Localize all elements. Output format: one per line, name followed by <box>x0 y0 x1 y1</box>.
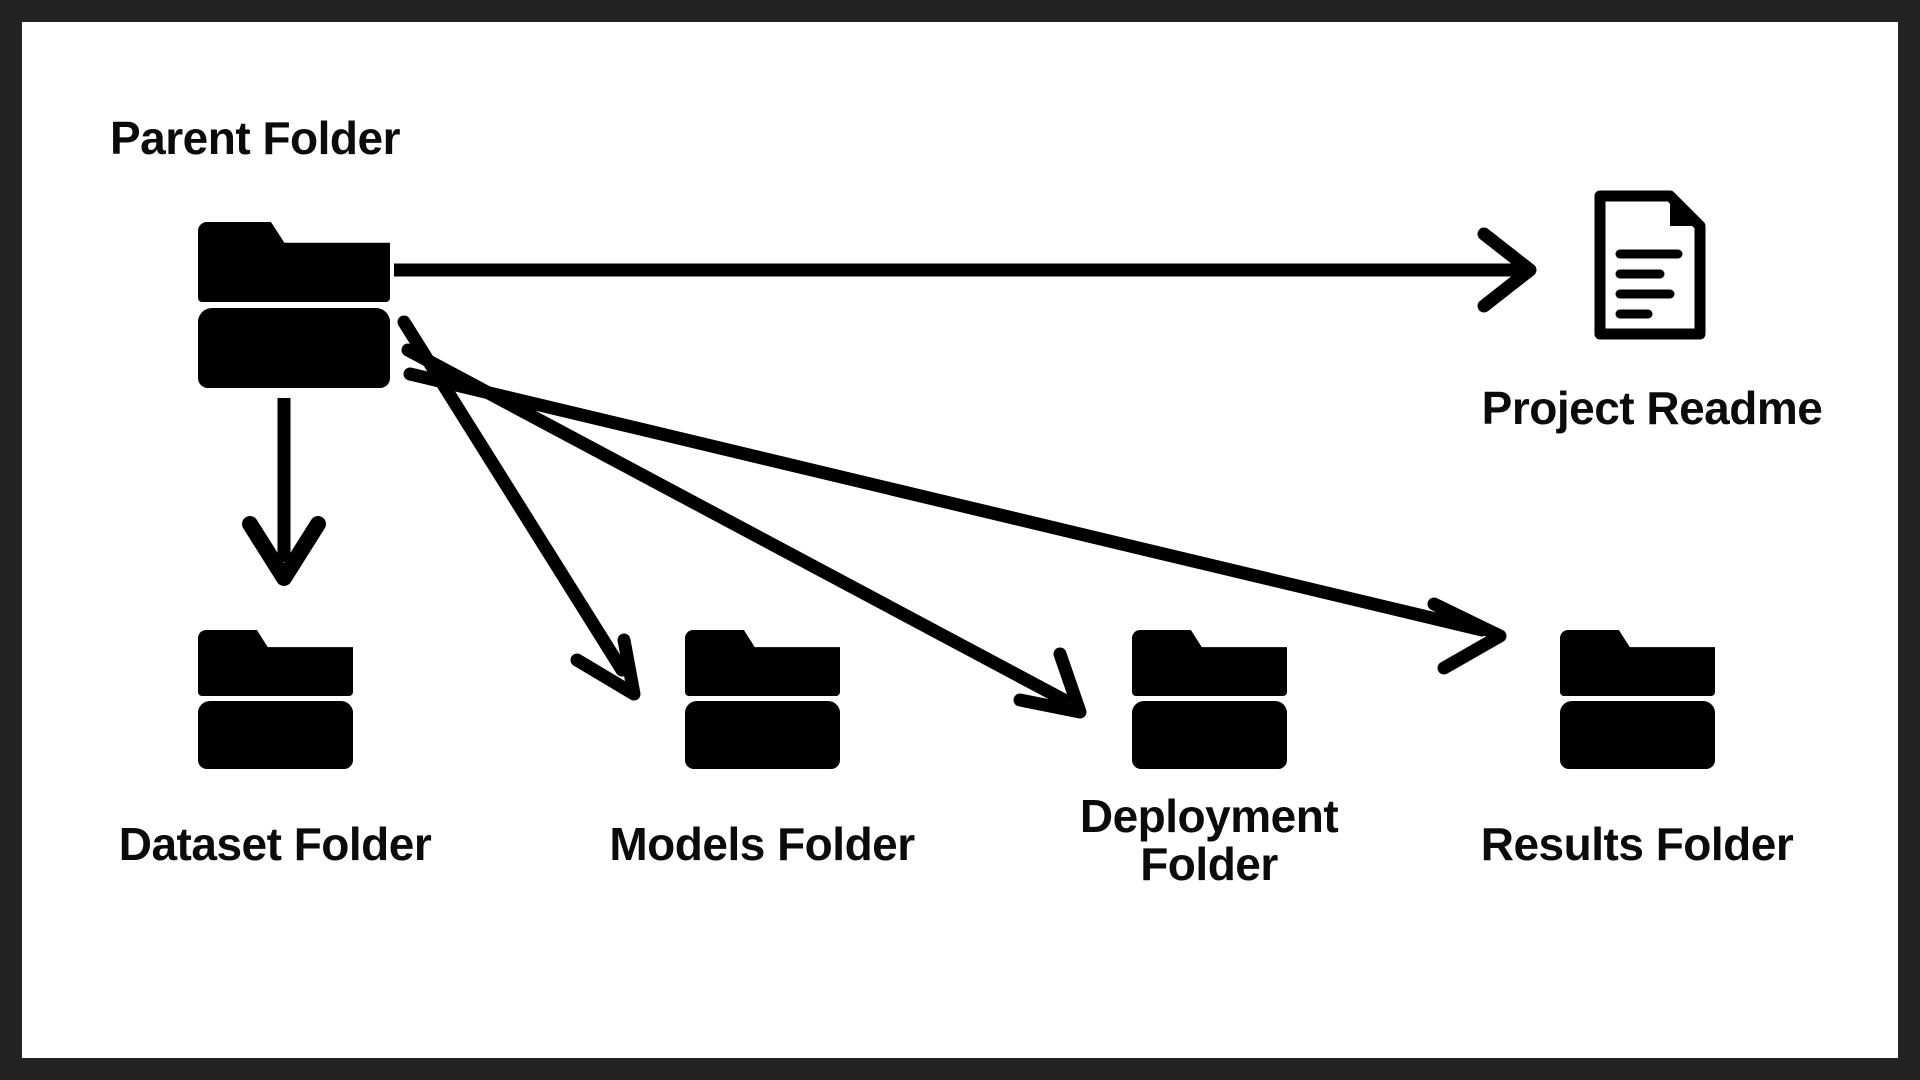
node-label-models-folder: Models Folder <box>609 818 915 870</box>
folder-icon <box>685 630 840 769</box>
folder-back <box>1132 630 1287 696</box>
node-label-dataset-folder: Dataset Folder <box>118 818 432 870</box>
folder-body <box>198 703 353 769</box>
node-label-results-folder: Results Folder <box>1480 818 1794 870</box>
diagram-canvas: Parent Folder Project Rea <box>22 22 1898 1058</box>
folder-back <box>685 630 840 696</box>
folder-body <box>1560 703 1715 769</box>
folder-back <box>1560 630 1715 696</box>
folder-body <box>1132 703 1287 769</box>
node-results-folder[interactable] <box>1560 630 1715 769</box>
edge-parent-to-results <box>403 367 1507 675</box>
edge-parent-to-dataset <box>242 398 326 586</box>
folder-icon <box>198 222 390 388</box>
page-title: Parent Folder <box>110 112 401 164</box>
folder-body <box>685 703 840 769</box>
node-label-deployment-folder: Deployment Folder <box>1079 790 1339 891</box>
folder-back <box>198 222 390 302</box>
document-icon <box>1594 190 1706 340</box>
folder-icon <box>198 630 353 769</box>
node-project-readme[interactable] <box>1594 190 1706 345</box>
folder-body <box>198 310 390 388</box>
node-dataset-folder[interactable] <box>198 630 353 769</box>
folder-back <box>198 630 353 696</box>
folder-icon <box>1560 630 1715 769</box>
node-models-folder[interactable] <box>685 630 840 769</box>
node-deployment-folder[interactable] <box>1132 630 1287 769</box>
folder-icon <box>1132 630 1287 769</box>
edge-parent-to-readme <box>394 227 1537 313</box>
edge-parent-to-models <box>397 315 641 701</box>
node-parent-folder[interactable] <box>198 222 390 388</box>
edge-layer <box>242 227 1537 719</box>
node-label-project-readme: Project Readme <box>1481 382 1823 434</box>
